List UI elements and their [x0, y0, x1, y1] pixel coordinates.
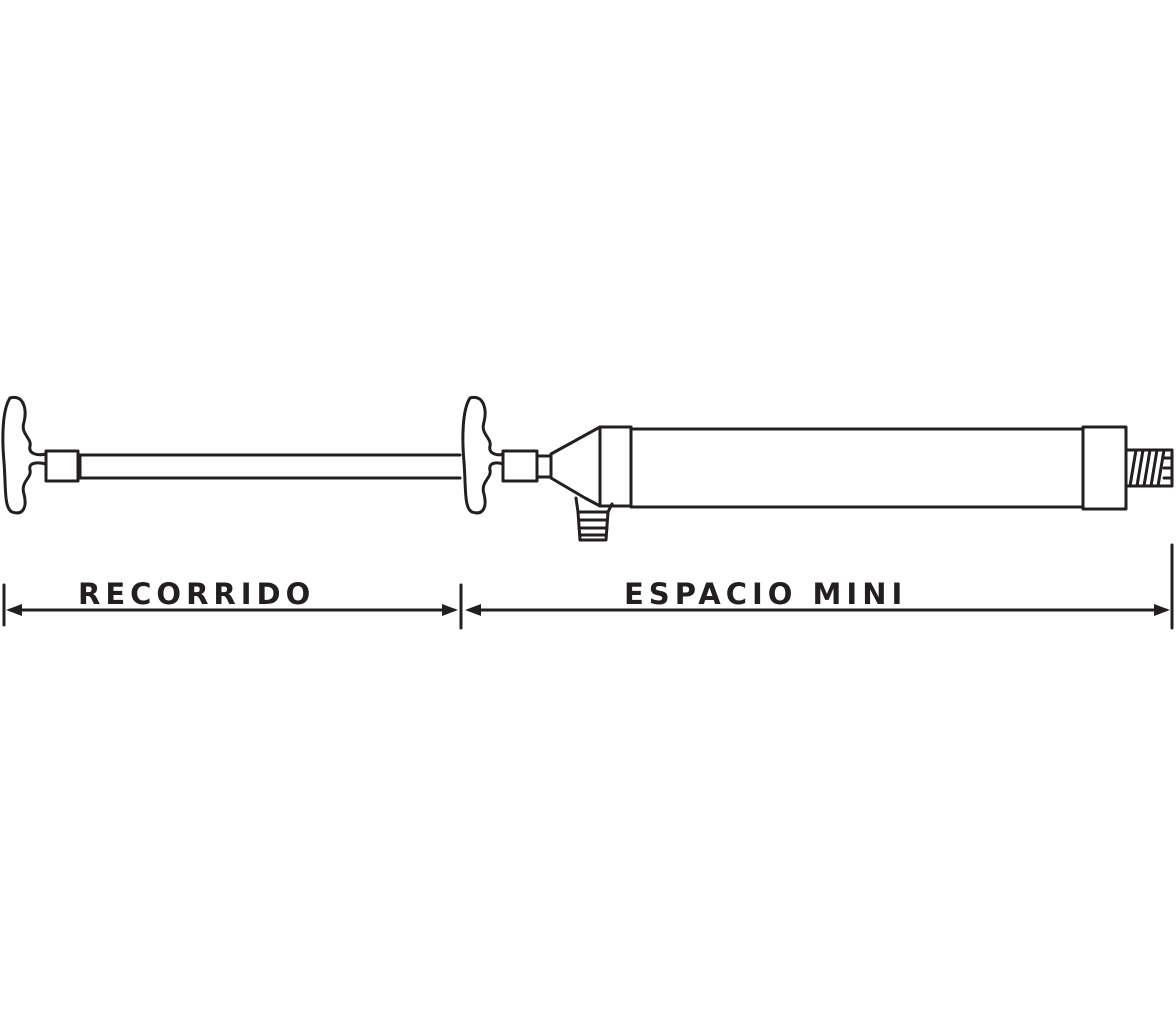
extension-lines [2, 543, 1174, 630]
dimension-arrow-min-space [465, 604, 1170, 616]
end-cap [1081, 425, 1128, 511]
plunger-rod [76, 453, 462, 480]
handle-retracted [461, 395, 553, 515]
dimension-arrow-stroke [6, 604, 458, 616]
handle-extended-collar [44, 449, 80, 483]
pump-head-cone [549, 425, 633, 508]
pump-head [549, 425, 633, 542]
handle-extended-grip [1, 395, 48, 515]
handle-retracted-collar [501, 449, 539, 483]
handle-extended [1, 395, 80, 515]
handle-retracted-grip [461, 395, 505, 515]
neck-ring [535, 454, 553, 479]
pump-barrel [629, 427, 1085, 509]
stroke-dimension-label: RECORRIDO [78, 577, 316, 611]
threaded-tip [1124, 448, 1174, 488]
min-space-dimension-label: ESPACIO MINI [624, 577, 908, 611]
